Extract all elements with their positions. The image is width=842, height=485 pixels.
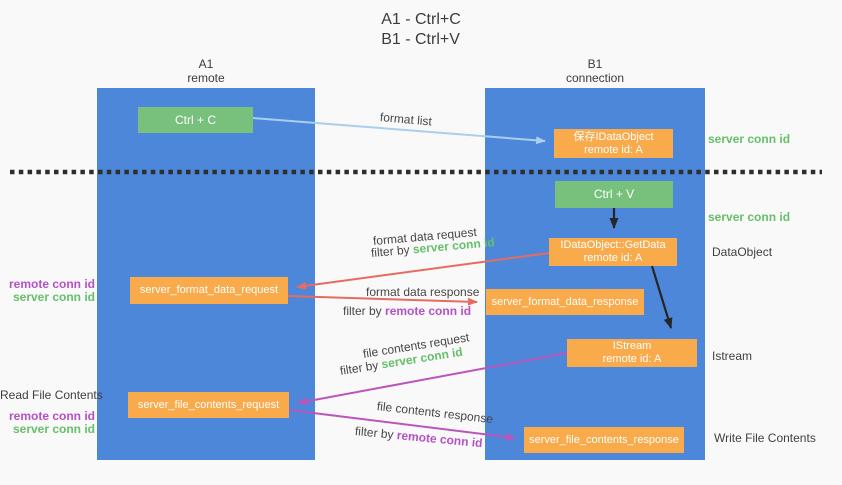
istream-line-1: IStream: [612, 340, 652, 352]
getdata-line-1: IDataObject::GetData: [560, 239, 666, 251]
remote-conn-id-text: remote conn id: [385, 304, 472, 318]
lane-a-header: A1 remote: [97, 57, 315, 85]
server-format-data-response-label: server_format_data_response: [491, 295, 639, 308]
filter-by-text: filter by: [338, 358, 380, 378]
node-istream: IStream remote id: A: [567, 339, 697, 367]
lane-a-name: A1: [198, 57, 214, 71]
diagram-title: A1 - Ctrl+C B1 - Ctrl+V: [0, 10, 842, 50]
filter-by-text: filter by: [343, 304, 382, 318]
node-server-format-data-request: server_format_data_request: [130, 277, 288, 304]
node-ctrl-v: Ctrl + V: [555, 181, 673, 208]
node-ctrl-c: Ctrl + C: [138, 107, 253, 133]
lane-b-name: B1: [587, 57, 603, 71]
ctrl-v-label: Ctrl + V: [593, 187, 635, 201]
lane-b-header: B1 connection: [485, 57, 705, 85]
lane-a-subtitle: remote: [187, 71, 225, 85]
write-file-contents-label: Write File Contents: [714, 431, 816, 445]
read-file-contents-label: Read File Contents: [0, 388, 103, 402]
title-line-1: A1 - Ctrl+C: [381, 11, 461, 28]
title-line-2: B1 - Ctrl+V: [381, 31, 460, 48]
save-idataobject-line-1: 保存IDataObject: [573, 130, 654, 143]
node-server-format-data-response: server_format_data_response: [486, 289, 644, 315]
filter-by-text: filter by: [354, 424, 395, 442]
server-file-contents-response-label: server_file_contents_response: [529, 433, 679, 446]
node-idataobject-getdata: IDataObject::GetData remote id: A: [549, 238, 677, 266]
format-data-response-label: format data response: [366, 285, 480, 299]
istream-side-label: Istream: [712, 349, 753, 363]
format-list-label: format list: [379, 110, 433, 129]
node-server-file-contents-request: server_file_contents_request: [128, 392, 289, 418]
server-conn-id-right-top: server conn id: [708, 132, 791, 146]
node-save-idataobject: 保存IDataObject remote id: A: [554, 129, 673, 158]
left-conn-id-group-top: remote conn id server conn id: [0, 278, 95, 304]
istream-line-2: remote id: A: [602, 353, 662, 365]
file-contents-response-label: file contents response: [376, 399, 494, 427]
remote-conn-id-text: remote conn id: [396, 428, 484, 451]
filter-by-remote-conn-id-label-2: filter by remote conn id: [354, 424, 483, 450]
getdata-line-2: remote id: A: [583, 252, 643, 264]
server-file-contents-request-label: server_file_contents_request: [137, 398, 280, 411]
node-server-file-contents-response: server_file_contents_response: [524, 427, 684, 453]
lane-b-subtitle: connection: [565, 71, 625, 85]
filter-by-remote-conn-id-label-1: filter by remote conn id: [343, 304, 471, 318]
filter-by-text: filter by: [370, 242, 411, 260]
remote-conn-id-left-2: remote conn id: [8, 409, 95, 423]
dataobject-label: DataObject: [712, 245, 773, 259]
server-conn-id-left-2: server conn id: [12, 422, 95, 436]
save-idataobject-line-2: remote id: A: [584, 143, 643, 156]
diagram-title-block: A1 - Ctrl+C B1 - Ctrl+V: [381, 10, 461, 50]
server-conn-id-left-1: server conn id: [12, 290, 95, 304]
server-format-data-request-label: server_format_data_request: [139, 284, 279, 296]
remote-conn-id-left-1: remote conn id: [8, 277, 95, 291]
ctrl-c-label: Ctrl + C: [174, 112, 216, 127]
server-conn-id-right-mid: server conn id: [708, 210, 791, 224]
left-conn-id-group-bottom: remote conn id server conn id: [0, 410, 95, 436]
